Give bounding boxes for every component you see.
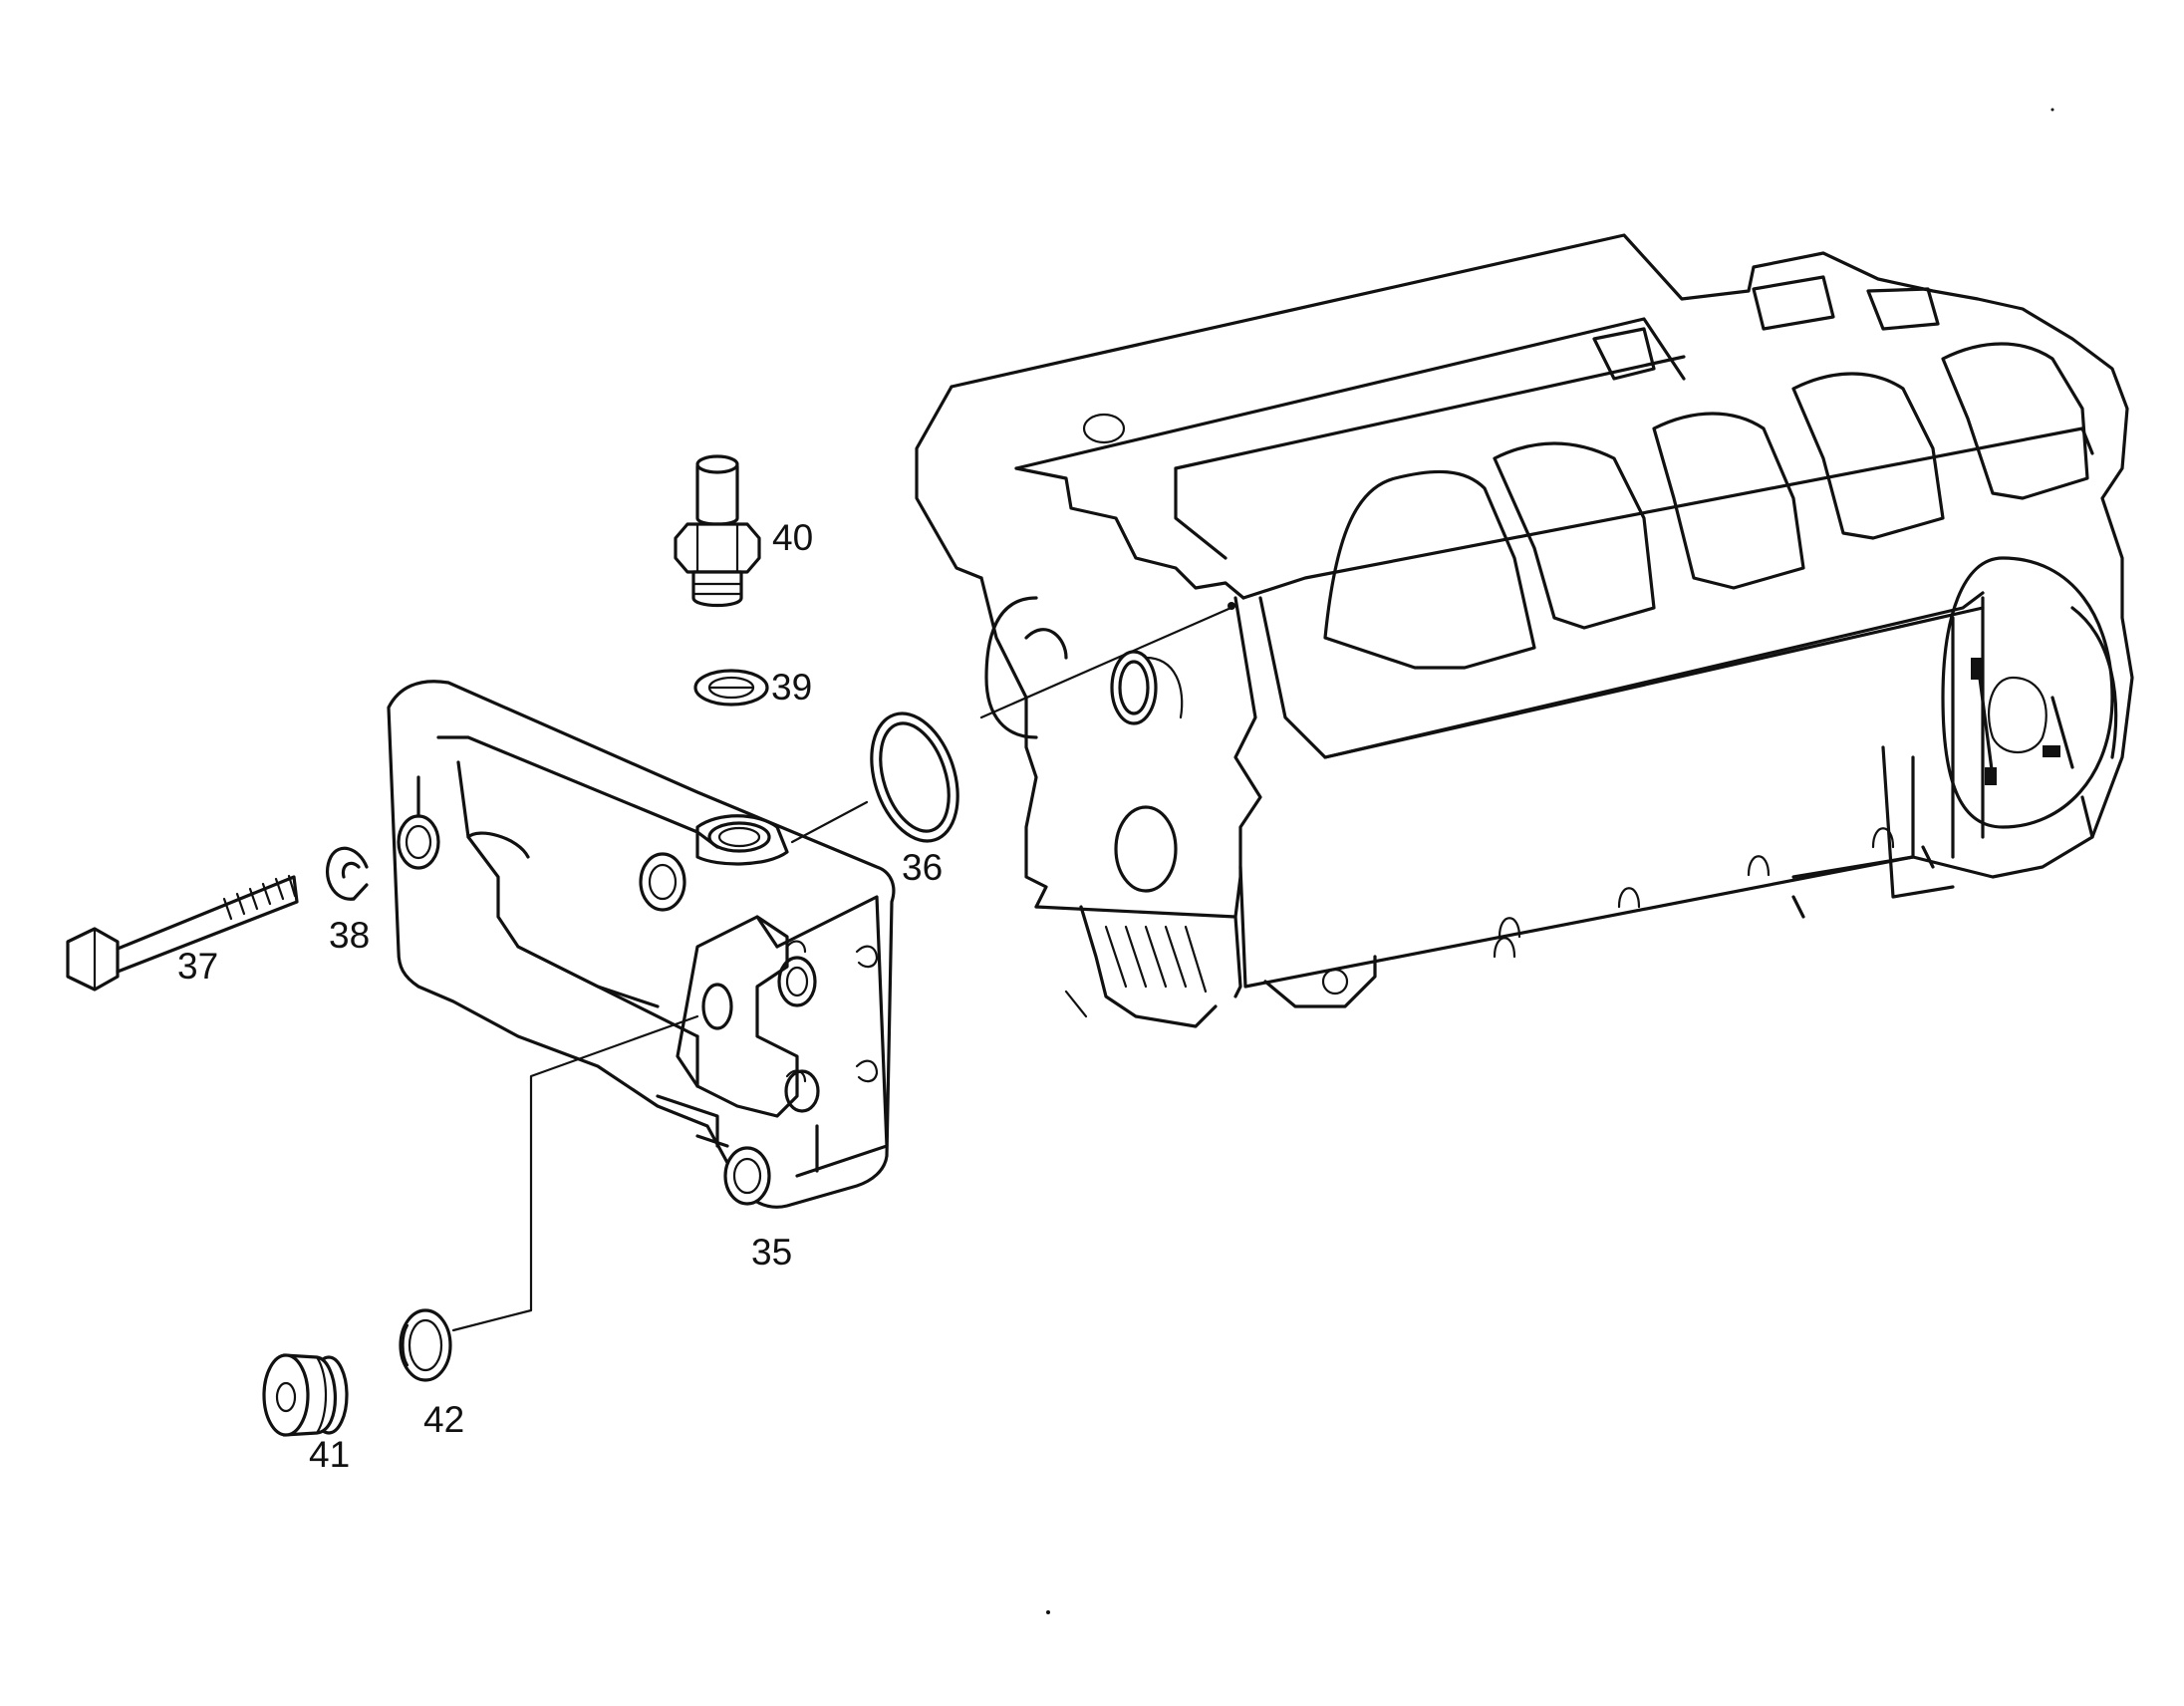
callout-38: 38 <box>329 915 370 956</box>
part-42-sealing-ring <box>399 1308 452 1382</box>
callout-41: 41 <box>309 1434 350 1475</box>
callout-42: 42 <box>423 1399 464 1440</box>
callout-40: 40 <box>772 517 813 558</box>
callout-37: 37 <box>177 946 218 987</box>
leader-line-35-engine <box>790 800 869 844</box>
callout-35: 35 <box>751 1232 792 1273</box>
callout-39: 39 <box>771 667 812 708</box>
callout-36: 36 <box>902 847 943 888</box>
part-41-plug <box>262 1353 349 1437</box>
leader-line-42 <box>451 1014 699 1332</box>
part-40-fitting <box>674 454 761 608</box>
part-38-lock-washer <box>325 846 369 901</box>
scan-speck <box>2050 108 2054 112</box>
part-37-bolt <box>66 874 299 992</box>
engine-block <box>915 233 2134 1028</box>
part-35-housing <box>387 680 896 1209</box>
part-39-seal-ring <box>693 669 769 707</box>
scan-speck <box>1046 1610 1050 1614</box>
part-36-o-ring <box>870 711 959 843</box>
